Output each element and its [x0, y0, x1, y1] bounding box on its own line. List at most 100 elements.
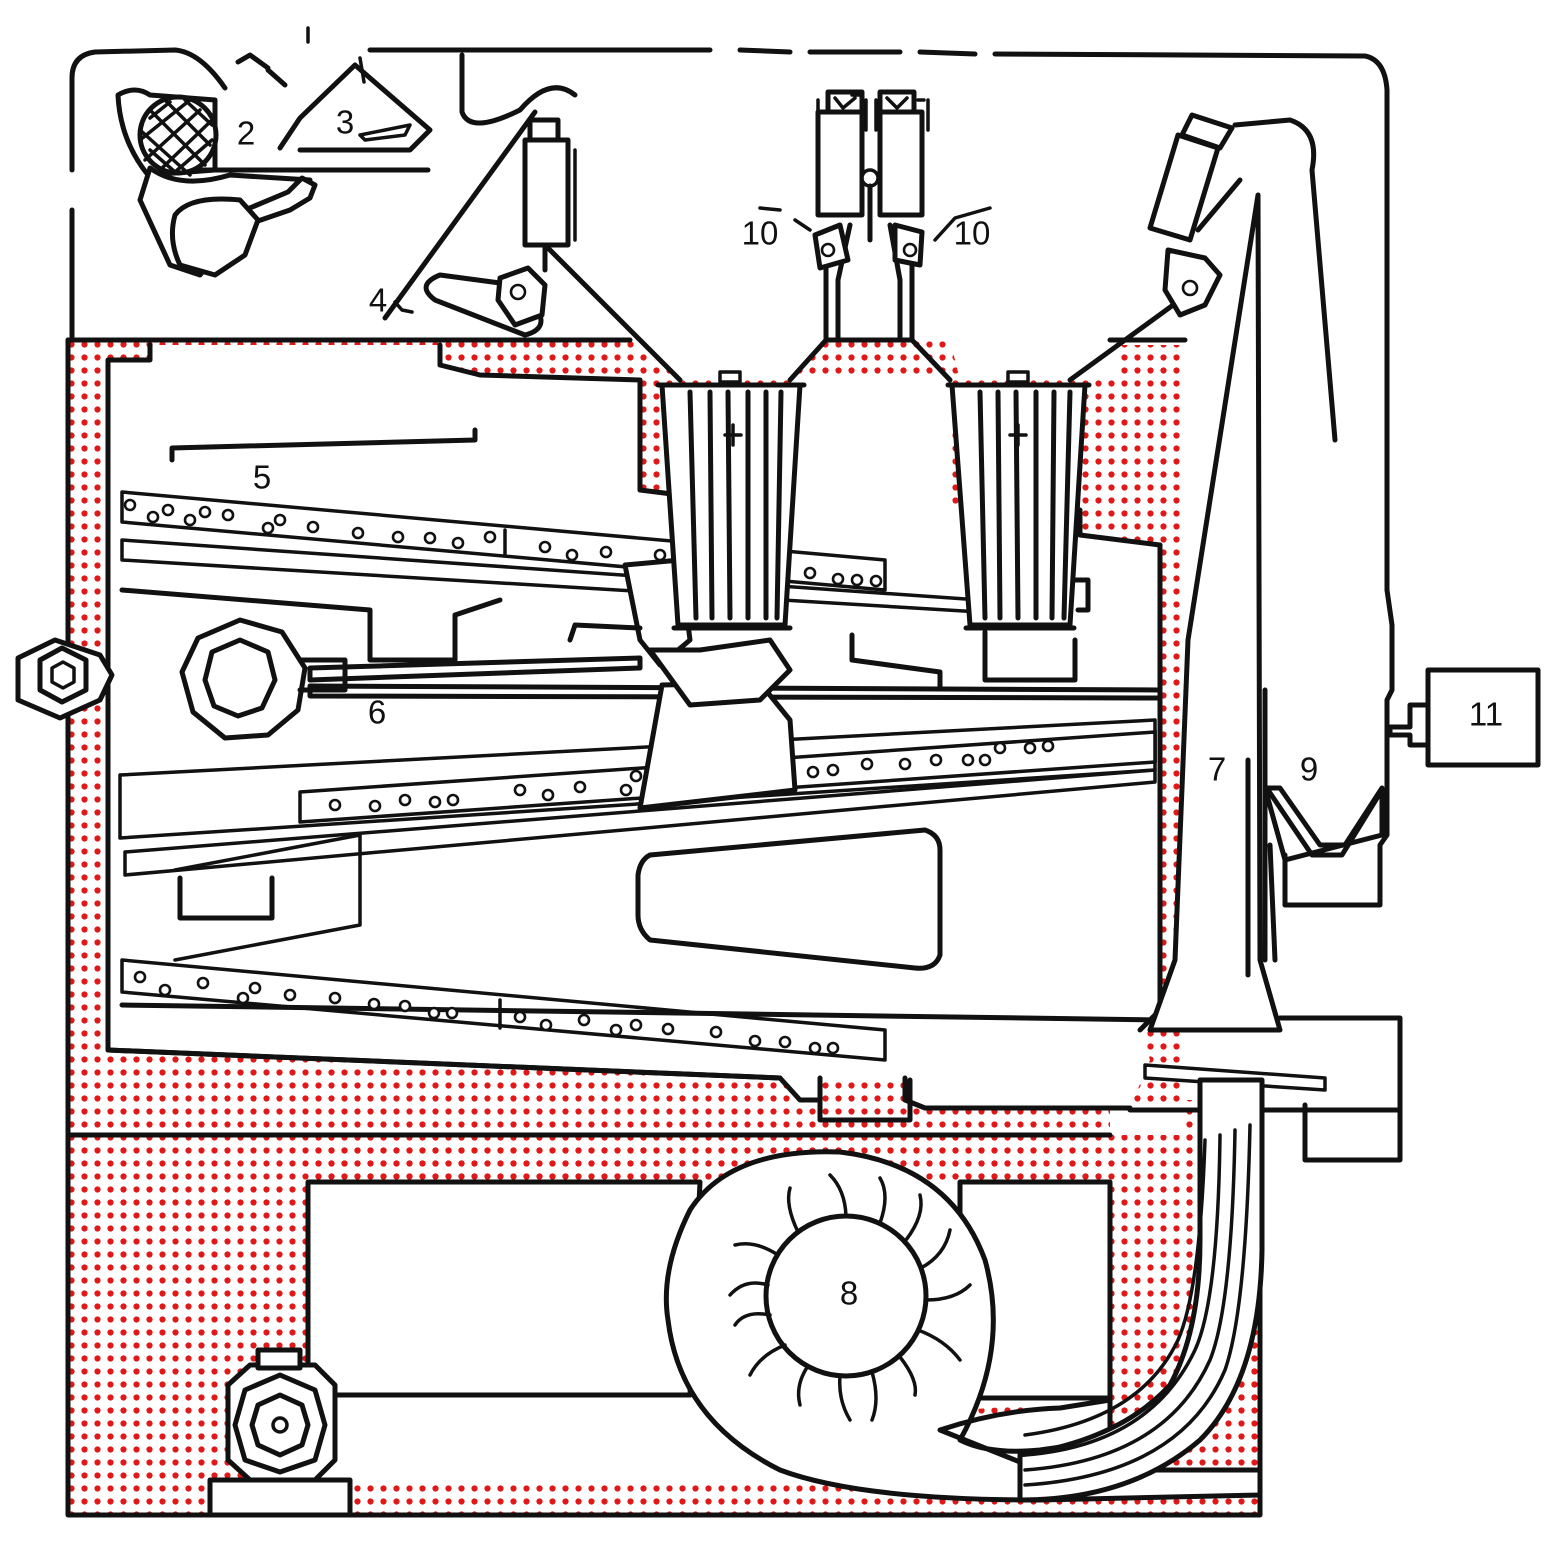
- intake-paddle: [358, 123, 412, 142]
- cyclone-inlet: [1245, 687, 1268, 978]
- pneumatic-cylinders: [393, 89, 1235, 338]
- valve-10-left-bolt: [820, 242, 836, 258]
- cylinder-10a-cap: [833, 93, 862, 110]
- discharge-outlet: [1127, 1015, 1403, 1163]
- cyclone-outlet: [1267, 842, 1288, 963]
- bottom-motor-top: [255, 1347, 303, 1371]
- fan-blade-5: [924, 1283, 972, 1302]
- motor-11: [1387, 667, 1541, 768]
- collector-trough-bottom: [817, 1077, 913, 1123]
- cylinder-10b-head: [877, 89, 917, 115]
- insulation-fan-band: [310, 1135, 1110, 1180]
- fan-blade-4: [919, 1228, 952, 1270]
- chamber-right-wall: [1137, 542, 1163, 1033]
- cylinder-right-head: [1179, 112, 1235, 151]
- valve-right-bolt: [1181, 279, 1199, 297]
- interior-voids: [305, 1179, 1113, 1401]
- right-brackets: [567, 577, 1091, 691]
- bracket-right-upper: [1072, 577, 1091, 613]
- filter-left-pleats: [687, 389, 784, 621]
- pointer-10-right: [933, 206, 992, 242]
- label-11: 11: [1469, 696, 1503, 733]
- fan-blade-15: [786, 1186, 800, 1234]
- filter-cartridge-left: [655, 370, 807, 631]
- intake-hopper-left: [235, 52, 288, 88]
- eccentric-drive: [15, 557, 1163, 811]
- chamber-top-right: [1077, 507, 1163, 548]
- filter-cartridges: [655, 370, 1092, 631]
- cyclone-9-funnel: [1265, 787, 1385, 858]
- label-9: 9: [1300, 751, 1318, 788]
- left-hood-slope: [382, 109, 683, 383]
- upper-sieve-holes: [123, 498, 883, 588]
- label-10-right: 10: [954, 215, 991, 252]
- label-8: 8: [840, 1275, 858, 1312]
- valve-4-bolt: [509, 283, 527, 301]
- fan-blade-2: [878, 1176, 887, 1225]
- machine-frame: [65, 47, 1395, 1518]
- bottom-motor: [207, 1347, 693, 1518]
- lower-sieve-slope: [119, 1002, 1163, 1023]
- top-roof-line: [367, 47, 1390, 593]
- right-side-frame: [1282, 587, 1395, 908]
- filter-left-rim: [655, 382, 807, 631]
- intake-hopper-3: [277, 62, 433, 153]
- side-motor-shaft: [37, 645, 89, 705]
- label-5: 5: [253, 459, 271, 496]
- intake-chute: [358, 56, 366, 84]
- middle-sieve-brace: [173, 833, 362, 962]
- filter-cartridge-right: [945, 370, 1092, 631]
- fan-blade-8: [870, 1370, 878, 1422]
- collector-right: [982, 629, 1078, 683]
- fan-8: [663, 1077, 1265, 1503]
- central-baffle: [635, 827, 943, 971]
- fan-blade-12: [733, 1312, 772, 1327]
- pivot-link: [647, 637, 793, 708]
- upper-sieve-support: [119, 587, 503, 663]
- riser-inner-wall: [1195, 177, 1243, 233]
- fan-blade-14: [733, 1242, 780, 1257]
- cylinder-4-head: [527, 117, 561, 143]
- cylinder-10b-rail: [874, 98, 930, 132]
- left-wall: [65, 337, 1263, 1518]
- riser-outer-wall: [1232, 117, 1338, 443]
- intake-feeder-arm: [242, 175, 318, 225]
- drive-rod: [307, 655, 643, 683]
- filter-left-cap: [718, 370, 742, 384]
- label-10-left: 10: [742, 215, 779, 252]
- hood-curve: [459, 52, 578, 126]
- motor-11-box: [1425, 667, 1541, 768]
- bottom-motor-shaft: [271, 1416, 289, 1434]
- intake-feeder-body: [169, 196, 261, 278]
- cylinder-4-body: [522, 137, 571, 248]
- middle-sieve-frame: [123, 768, 1157, 877]
- label-7: 7: [1208, 751, 1226, 788]
- drive-hub: [297, 657, 348, 693]
- upper-baffle: [169, 427, 478, 463]
- side-motor-core: [50, 660, 76, 690]
- lower-sieve-return: [105, 1047, 783, 1081]
- bracket-left-mid: [567, 622, 643, 643]
- label-2: 2: [237, 115, 255, 152]
- bottom-motor-base: [207, 1477, 353, 1518]
- fan-outlet-guides: [1023, 1123, 1252, 1487]
- cylinder-10b-cap: [885, 96, 926, 110]
- pointer-4: [393, 300, 414, 314]
- bracket-center: [849, 632, 943, 691]
- fan-blade-13: [728, 1281, 770, 1297]
- cylinder-10a-body: [815, 109, 865, 218]
- cylinder-right-body: [1147, 132, 1221, 243]
- filter-right-rim: [945, 382, 1092, 631]
- motor-11-coupling: [1387, 702, 1431, 748]
- central-duct: [787, 237, 953, 383]
- label-4: 4: [369, 282, 387, 319]
- fan-blade-1: [828, 1173, 848, 1218]
- filter-right-cap: [1006, 370, 1030, 384]
- fan-blade-10: [796, 1364, 810, 1407]
- fan-blade-7: [898, 1355, 918, 1397]
- lower-sieve-holes: [133, 970, 840, 1055]
- inner-chamber-wall: [105, 342, 683, 643]
- valve-10-right-bolt: [902, 242, 918, 258]
- fan-blade-3: [904, 1193, 923, 1242]
